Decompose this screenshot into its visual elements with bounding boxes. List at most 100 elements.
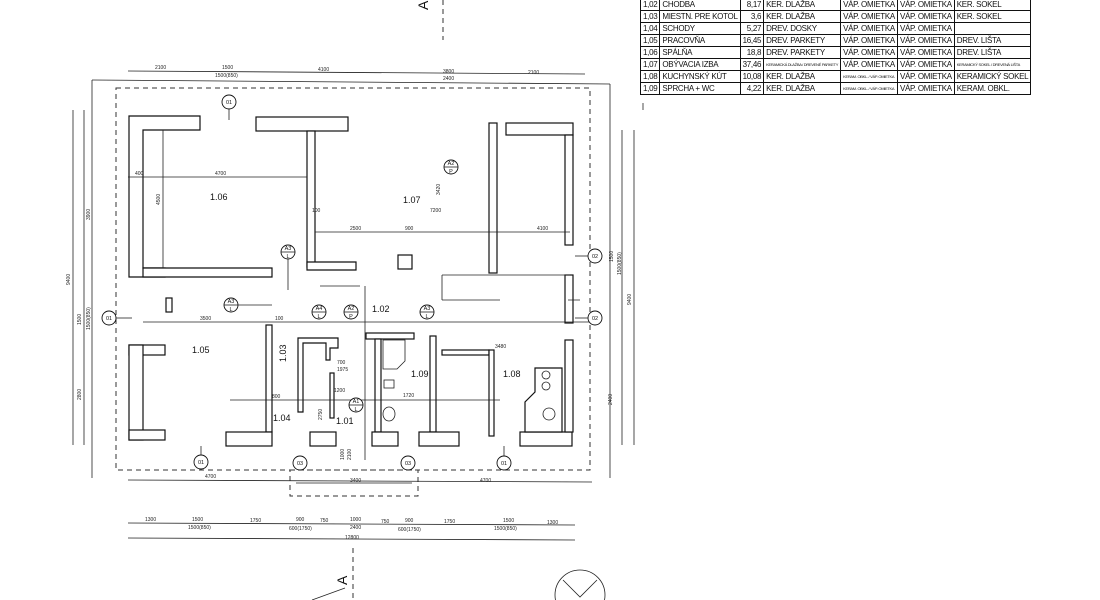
dim-label: 4700: [205, 474, 216, 480]
detail-marker-a3: A3L: [223, 297, 272, 313]
svg-text:A2: A2: [448, 161, 455, 167]
cell-floor: KERAMICKÁ DLAŽBA / DREVENÉ PARKETY: [763, 58, 842, 71]
svg-text:A: A: [415, 0, 431, 10]
dim-label: 1720: [403, 393, 414, 399]
dim-label: 3420: [436, 184, 442, 195]
svg-text:A1: A1: [353, 399, 360, 405]
dim-label: 2800: [77, 389, 83, 400]
view-marker-01: 01: [496, 446, 512, 471]
view-marker-01: 01: [193, 446, 209, 470]
dim-label: 1750: [444, 519, 455, 525]
svg-text:01: 01: [106, 316, 112, 322]
dim-label: 1300: [547, 520, 558, 526]
detail-marker-a2: A2P: [443, 159, 459, 175]
dim-label: 400: [135, 171, 144, 177]
detail-marker-a3: A3L: [280, 244, 296, 290]
left-dimension-chain: 3900 9400 1500 1500(850) 2800: [66, 110, 92, 445]
dim-label: 4700: [215, 171, 226, 177]
washbasin-icon: [383, 379, 395, 389]
cell-floor: KER. DLAŽBA: [763, 82, 842, 95]
dim-label: 12800: [345, 535, 359, 541]
svg-text:03: 03: [297, 461, 303, 467]
svg-text:A3: A3: [285, 246, 292, 252]
inner-dimensions: 400 4700 4500 100 2500 900 4100 7200 342…: [128, 130, 590, 460]
dim-label: 750: [381, 519, 390, 525]
cell-no: 1,08: [639, 70, 661, 83]
detail-marker-a4: A4L: [311, 304, 327, 320]
dim-label: 1000: [340, 449, 346, 460]
svg-text:01: 01: [226, 100, 232, 106]
toilet-icon: [382, 406, 396, 422]
dim-label: 900: [296, 517, 305, 523]
dim-label: 1975: [337, 367, 348, 373]
dim-label: 3400: [350, 478, 361, 484]
entry-dimensions: 4700 3400 4700: [127, 474, 593, 484]
cell-ceiling: VÁP. OMIETKA: [896, 70, 955, 83]
top-dimension-chain: 2100 1500 1500(850) 4100 3800 2400 2100: [127, 65, 586, 82]
dim-label: 1500(850): [86, 307, 92, 330]
detail-marker-a1: A1L: [348, 397, 364, 413]
dim-label: 900: [405, 226, 414, 232]
entry-outline: [289, 469, 419, 497]
dim-label: 7200: [430, 208, 441, 214]
dim-label: 4500: [156, 194, 162, 205]
view-marker-01: 01: [101, 310, 132, 326]
dim-label: 2100: [155, 65, 166, 71]
dim-label: 2400: [350, 525, 361, 531]
cell-name: SPRCHA + WC: [659, 82, 741, 95]
dim-label: 2100: [528, 70, 539, 76]
svg-text:P: P: [449, 169, 453, 175]
view-marker-02: 02: [575, 248, 603, 264]
view-marker-03: 03: [292, 455, 308, 471]
dim-label: 9400: [627, 294, 633, 305]
dim-label: 1500(850): [215, 73, 238, 79]
svg-text:L: L: [354, 407, 357, 413]
section-cut-a-top: A: [415, 0, 444, 40]
room-label-1-09: 1.09: [411, 369, 429, 379]
room-label-1-05: 1.05: [192, 345, 210, 355]
dim-label: 1200: [334, 388, 345, 394]
room-label-1-04: 1.04: [273, 413, 291, 423]
shower-tray: [382, 339, 406, 370]
cell-skirting: KERAM. OBKL.: [953, 82, 1032, 95]
room-label-1-03: 1.03: [278, 344, 288, 362]
bottom-dimension-chain: 1300 1500 1500(850) 1750 900 600(1750) 7…: [127, 517, 576, 541]
svg-text:01: 01: [198, 460, 204, 466]
dim-label: 1000: [350, 517, 361, 523]
dim-label: 100: [275, 316, 284, 322]
svg-text:02: 02: [592, 316, 598, 322]
dim-label: 3800: [443, 69, 454, 75]
dim-label: 1500: [222, 65, 233, 71]
svg-text:A: A: [334, 575, 350, 585]
stair-lines: [441, 274, 580, 301]
roof-outline: [115, 87, 591, 471]
dim-label: 1500(850): [188, 525, 211, 531]
view-marker-03: 03: [400, 455, 416, 471]
dim-label: 750: [320, 518, 329, 524]
dim-label: 4700: [480, 478, 491, 484]
stove-burner: [541, 370, 551, 380]
dim-label: 900: [405, 518, 414, 524]
svg-text:A2: A2: [348, 306, 355, 312]
dim-label: 600(1750): [289, 526, 312, 532]
svg-text:01: 01: [501, 461, 507, 467]
dim-label: 4100: [318, 67, 329, 73]
svg-text:A4: A4: [316, 306, 323, 312]
room-label-1-07: 1.07: [403, 195, 421, 205]
dim-label: 2100: [347, 449, 353, 460]
svg-text:A3: A3: [424, 306, 431, 312]
north-arrow-icon: [554, 569, 606, 600]
dim-label: 2400: [608, 394, 614, 405]
cell-ceiling: VÁP. OMIETKA: [896, 82, 955, 95]
dim-label: 2500: [350, 226, 361, 232]
right-dimension-chain: 1500 1500(850) 2400 9400: [608, 130, 635, 445]
stove-burner: [541, 381, 551, 391]
dim-label: 1500: [503, 518, 514, 524]
dim-label: 800: [272, 394, 281, 400]
dim-label: 1300: [145, 517, 156, 523]
